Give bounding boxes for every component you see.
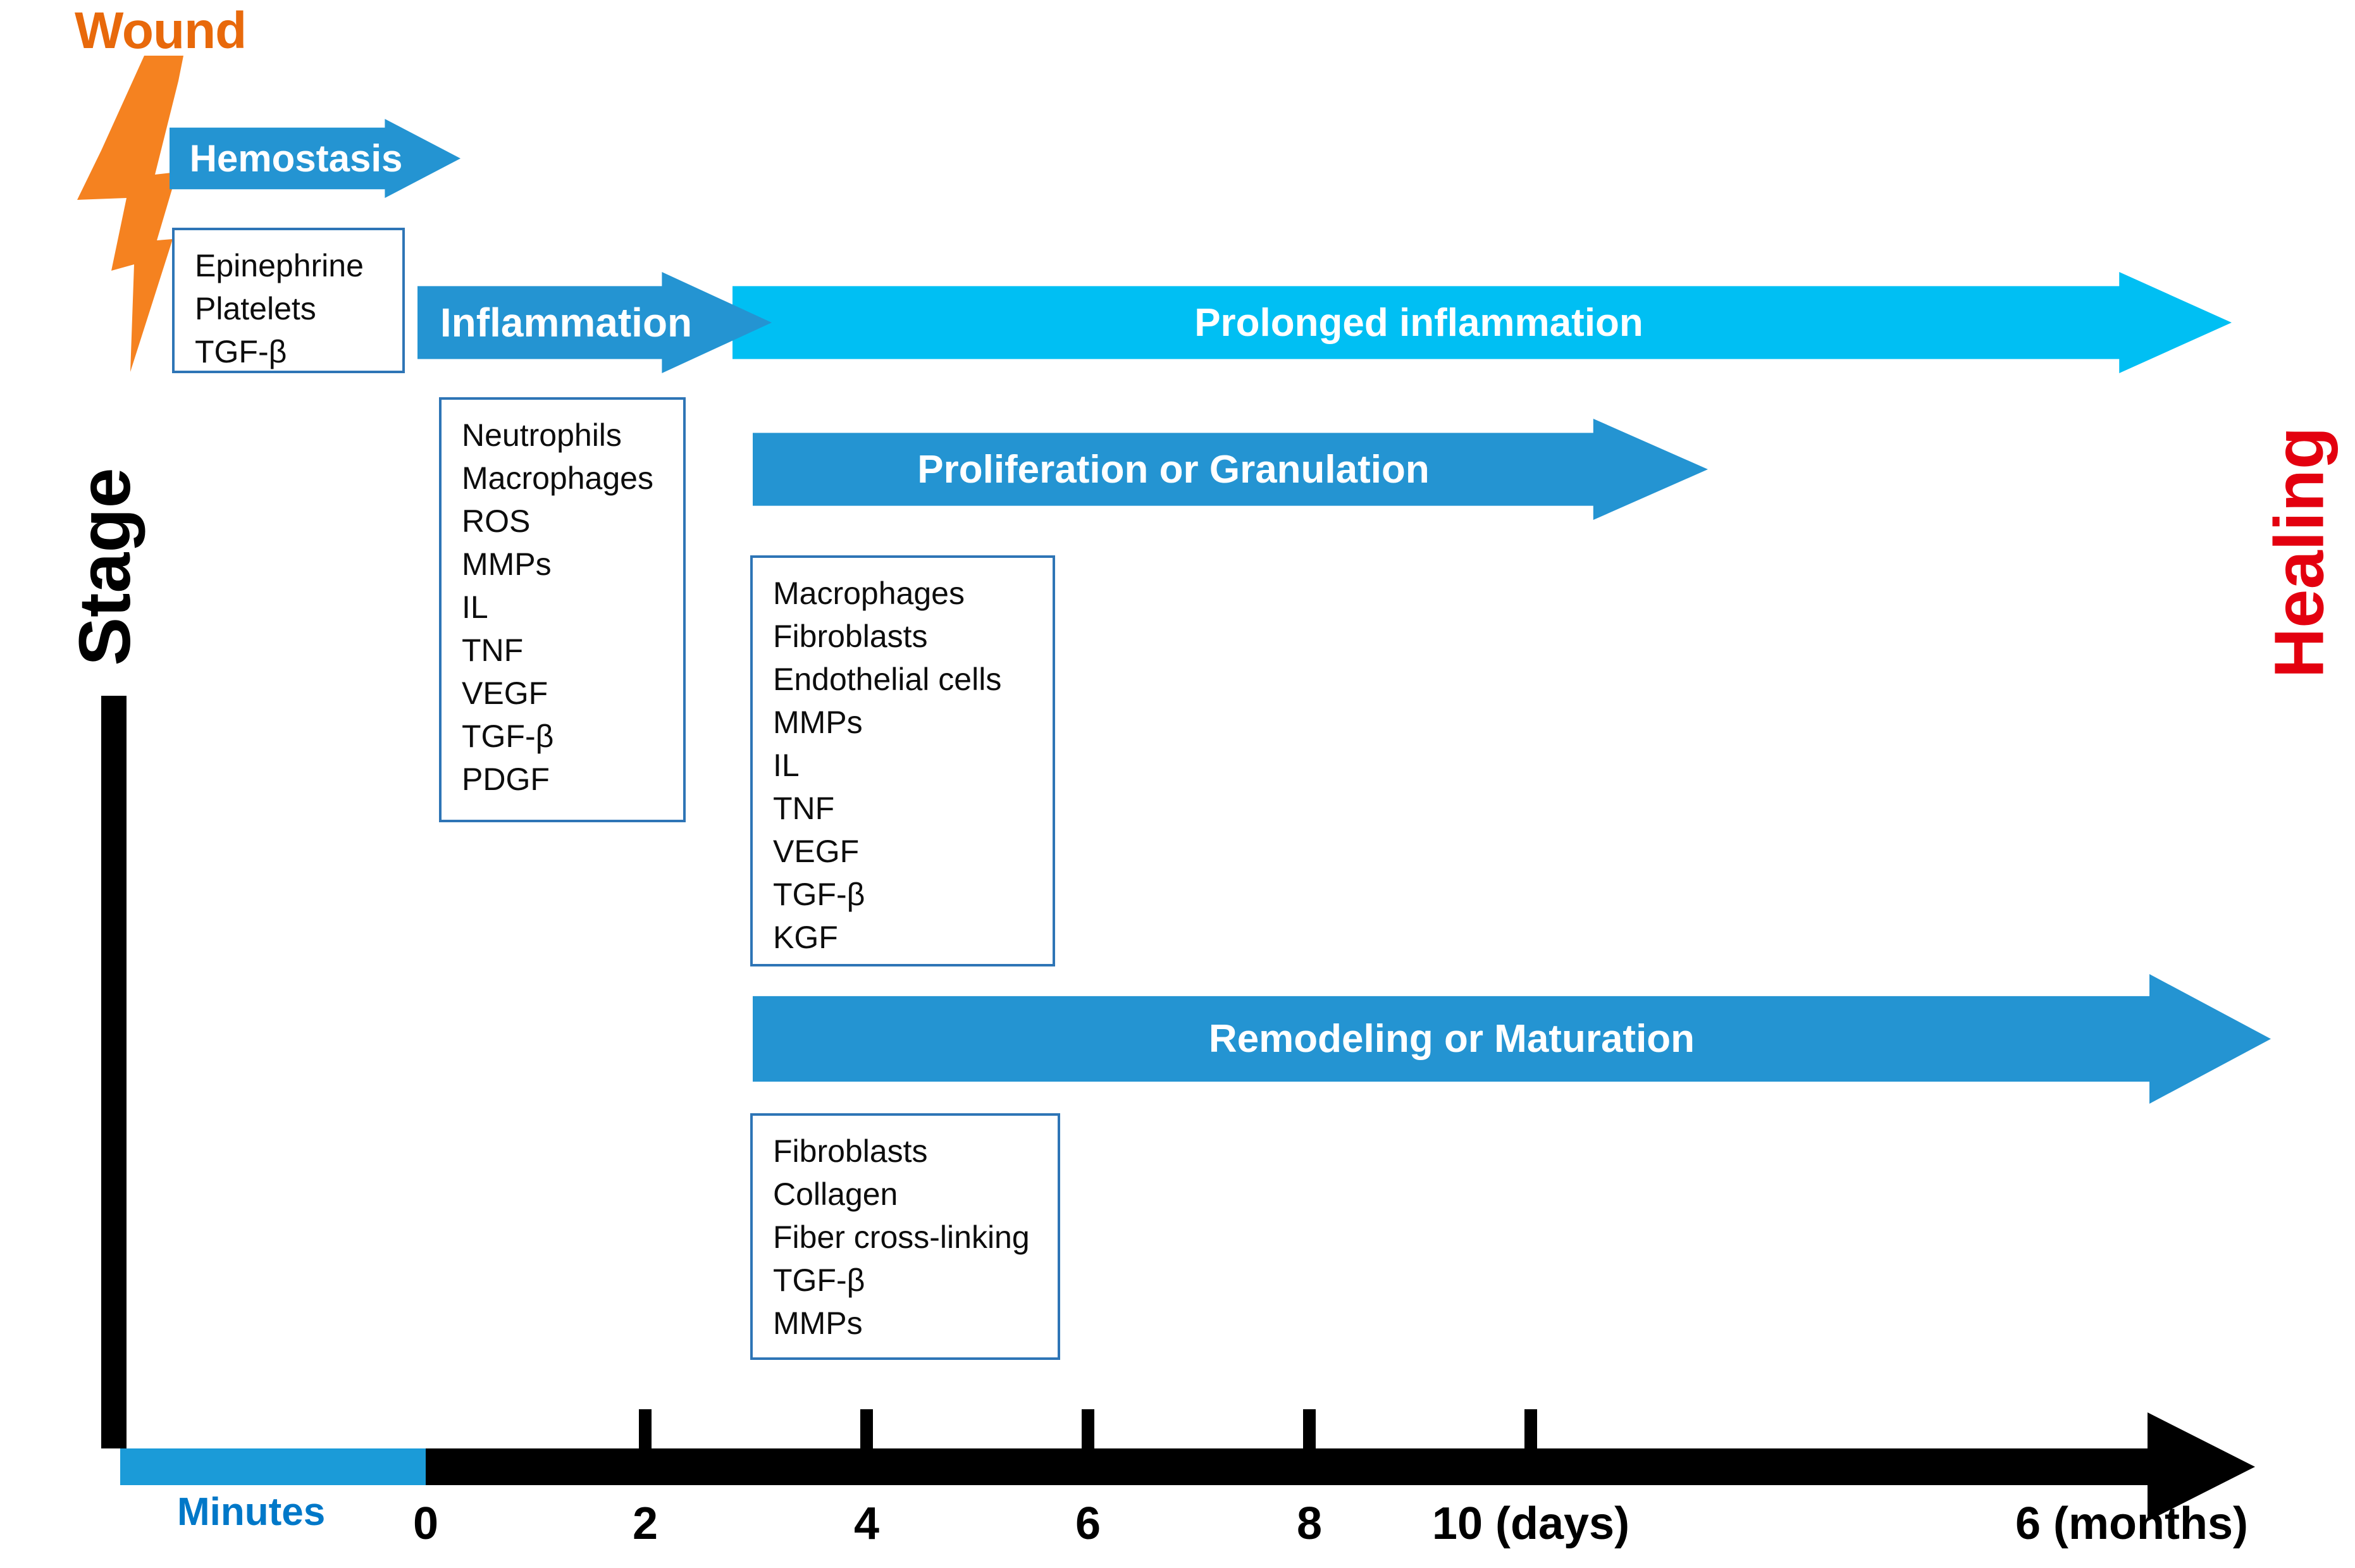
stage-arrow-proliferation-label: Proliferation or Granulation [917, 447, 1430, 491]
x-axis-tick-label: 6 (months) [2015, 1498, 2248, 1549]
x-axis-tick [1082, 1409, 1094, 1448]
lightning-bolt-icon [51, 56, 183, 372]
marker-item: Neutrophils [462, 417, 622, 453]
marker-item: Fibroblasts [773, 619, 928, 654]
x-axis-tick [1303, 1409, 1316, 1448]
marker-box-proliferation: Macrophages Fibroblasts Endothelial cell… [750, 555, 1055, 966]
x-axis-tick-label: 8 [1296, 1498, 1323, 1549]
marker-box-inflammation: Neutrophils Macrophages ROS MMPs IL TNF … [439, 397, 686, 822]
marker-box-remodeling: Fibroblasts Collagen Fiber cross-linking… [750, 1113, 1060, 1360]
stage-arrow-prolonged-inflammation[interactable]: Prolonged inflammation [732, 272, 2232, 373]
marker-item: Macrophages [773, 576, 965, 611]
x-axis-tick-label: 2 [632, 1498, 658, 1549]
stage-arrow-remodeling-label: Remodeling or Maturation [1208, 1017, 1695, 1061]
marker-item: VEGF [462, 676, 548, 711]
marker-item: TNF [773, 791, 835, 826]
wound-label: Wound [75, 2, 247, 59]
minutes-band [120, 1448, 427, 1485]
stage-axis-label: Stage [65, 467, 145, 666]
marker-item: MMPs [773, 1306, 863, 1341]
marker-item: IL [773, 748, 800, 783]
stage-arrow-proliferation[interactable]: Proliferation or Granulation [753, 419, 1708, 520]
marker-item: Fiber cross-linking [773, 1219, 1030, 1255]
marker-item: ROS [462, 503, 531, 539]
stage-arrow-inflammation[interactable]: Inflammation [417, 272, 772, 373]
marker-item: PDGF [462, 762, 550, 797]
minutes-band-label: Minutes [177, 1490, 326, 1534]
marker-item: TGF-β [773, 1262, 865, 1298]
marker-item: IL [462, 590, 488, 625]
stage-arrow-hemostasis-label: Hemostasis [189, 137, 403, 180]
x-axis-tick [639, 1409, 652, 1448]
marker-item: TNF [462, 633, 524, 668]
marker-item: MMPs [773, 705, 863, 740]
marker-item: KGF [773, 920, 838, 955]
marker-item: Epinephrine [195, 248, 364, 283]
marker-item: Macrophages [462, 460, 653, 496]
y-axis-line [101, 696, 127, 1448]
x-axis-tick-label: 4 [853, 1498, 880, 1549]
marker-box-hemostasis: Epinephrine Platelets TGF-β [172, 228, 405, 373]
stage-arrow-inflammation-label: Inflammation [440, 300, 693, 345]
marker-item: MMPs [462, 546, 552, 582]
x-axis-tick-label: 10 (days) [1431, 1498, 1630, 1549]
x-axis-tick [860, 1409, 873, 1448]
stage-arrow-remodeling[interactable]: Remodeling or Maturation [753, 974, 2271, 1104]
marker-item: TGF-β [773, 877, 865, 912]
marker-item: VEGF [773, 834, 860, 869]
marker-item: Collagen [773, 1176, 898, 1212]
marker-item: TGF-β [462, 719, 554, 754]
marker-item: TGF-β [195, 334, 287, 369]
healing-axis-label: Healing [2260, 426, 2339, 679]
marker-item: Fibroblasts [773, 1133, 928, 1169]
x-axis-line [426, 1448, 2216, 1485]
marker-item: Platelets [195, 291, 316, 326]
marker-item: Endothelial cells [773, 662, 1002, 697]
x-axis-tick [1524, 1409, 1537, 1448]
x-axis-arrowhead-icon [2148, 1412, 2255, 1521]
stage-arrow-prolonged-inflammation-label: Prolonged inflammation [1194, 300, 1643, 345]
x-axis-tick-label: 0 [412, 1498, 439, 1549]
x-axis-tick-label: 6 [1075, 1498, 1101, 1549]
stage-arrow-hemostasis[interactable]: Hemostasis [170, 119, 460, 198]
